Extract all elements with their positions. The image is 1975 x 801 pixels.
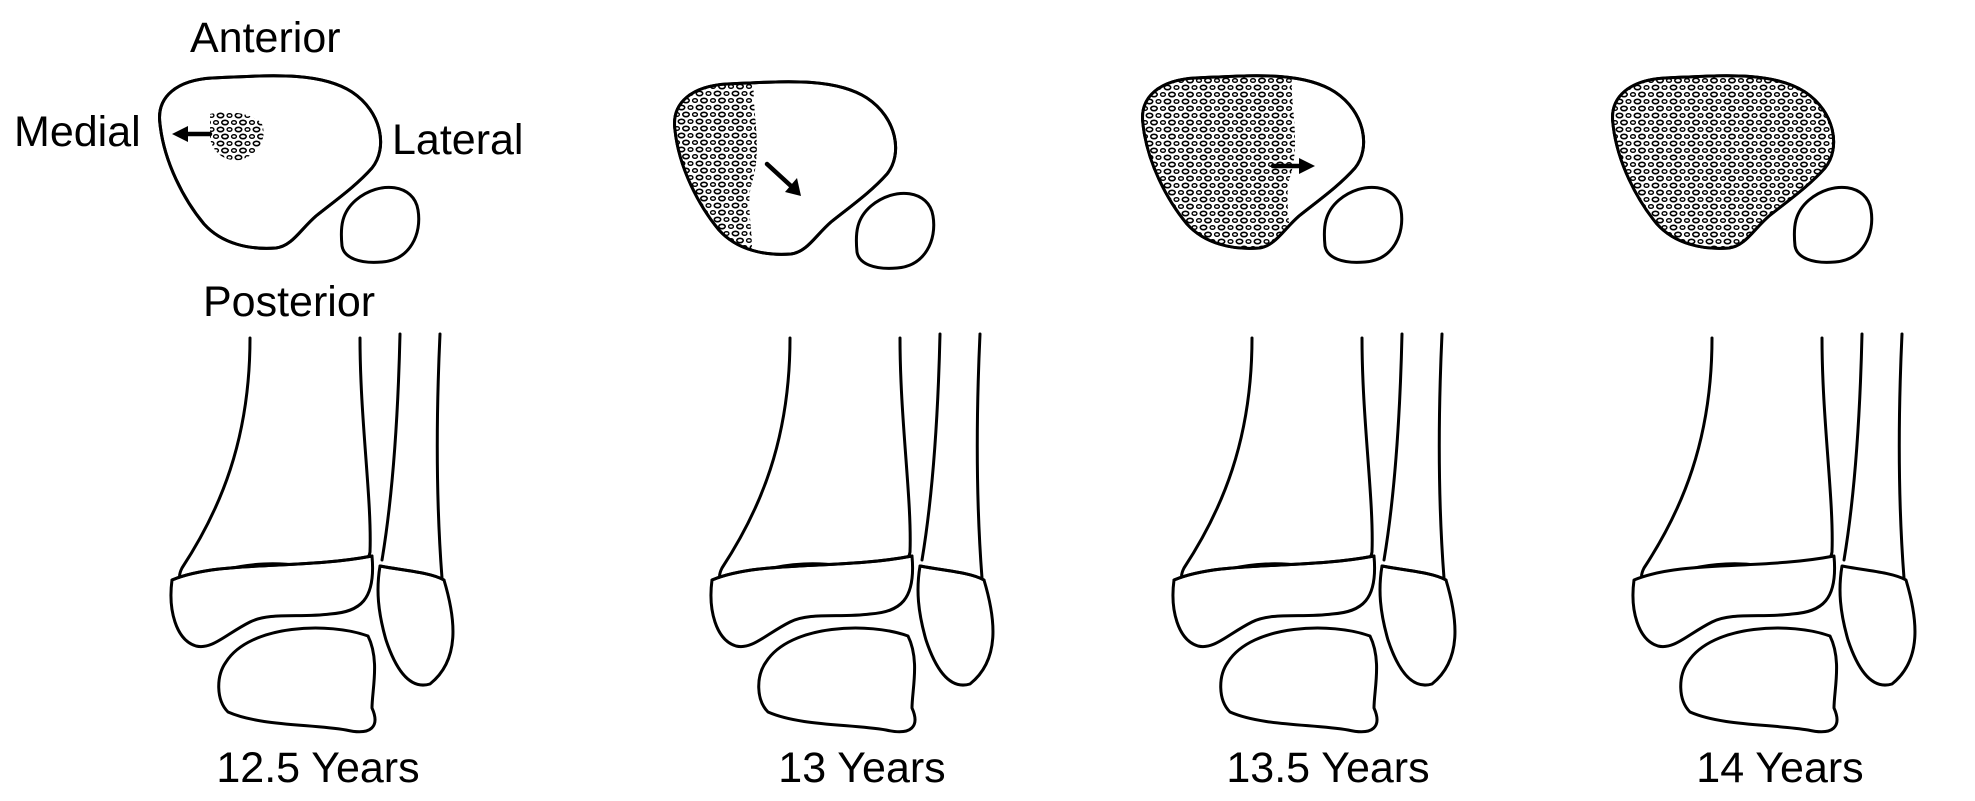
fibula-shaft-lateral bbox=[977, 334, 982, 578]
stage-13-years bbox=[655, 66, 993, 732]
stage-12-5-years bbox=[160, 76, 453, 732]
fibula-shaft-lateral bbox=[1439, 334, 1444, 578]
tibia-shaft bbox=[720, 338, 911, 582]
axial-view bbox=[160, 76, 419, 263]
stage-13-5-years bbox=[1123, 60, 1455, 732]
talus bbox=[219, 628, 375, 732]
physeal-closure-region bbox=[655, 66, 757, 276]
tibia-shaft bbox=[1642, 338, 1833, 582]
fibula-shaft-medial bbox=[1844, 334, 1862, 560]
label-posterior: Posterior bbox=[203, 278, 375, 326]
label-lateral: Lateral bbox=[392, 116, 523, 164]
fibula-shaft-lateral bbox=[437, 334, 442, 578]
closed-physis-texture bbox=[655, 66, 757, 276]
tibia-shaft bbox=[1182, 338, 1373, 582]
stage-14-years bbox=[1593, 60, 1915, 732]
fibular-epiphysis bbox=[1380, 566, 1455, 685]
coronal-view bbox=[1173, 334, 1455, 732]
talus bbox=[759, 628, 915, 732]
age-label: 14 Years bbox=[1696, 744, 1863, 792]
age-label: 13.5 Years bbox=[1226, 744, 1429, 792]
axial-view bbox=[655, 66, 934, 276]
talus bbox=[1221, 628, 1377, 732]
axial-view bbox=[1593, 60, 1873, 270]
age-label: 12.5 Years bbox=[216, 744, 419, 792]
axial-view bbox=[1123, 60, 1402, 270]
fibula-shaft-lateral bbox=[1899, 334, 1904, 578]
label-medial: Medial bbox=[14, 108, 141, 156]
fibula-shaft-medial bbox=[1384, 334, 1402, 560]
fibular-epiphysis bbox=[1840, 566, 1915, 685]
fibula-cross-section bbox=[856, 193, 933, 268]
fibula-cross-section bbox=[1794, 187, 1871, 262]
age-label: 13 Years bbox=[778, 744, 945, 792]
label-anterior: Anterior bbox=[190, 14, 341, 62]
coronal-view bbox=[171, 334, 453, 732]
fibular-epiphysis bbox=[918, 566, 993, 685]
tibia-shaft bbox=[180, 338, 371, 582]
fibula-shaft-medial bbox=[922, 334, 940, 560]
talus bbox=[1681, 628, 1837, 732]
fibula-shaft-medial bbox=[382, 334, 400, 560]
fibula-cross-section bbox=[341, 187, 418, 262]
fibula-cross-section bbox=[1324, 187, 1401, 262]
coronal-view bbox=[711, 334, 993, 732]
coronal-view bbox=[1633, 334, 1915, 732]
fibular-epiphysis bbox=[378, 566, 453, 685]
